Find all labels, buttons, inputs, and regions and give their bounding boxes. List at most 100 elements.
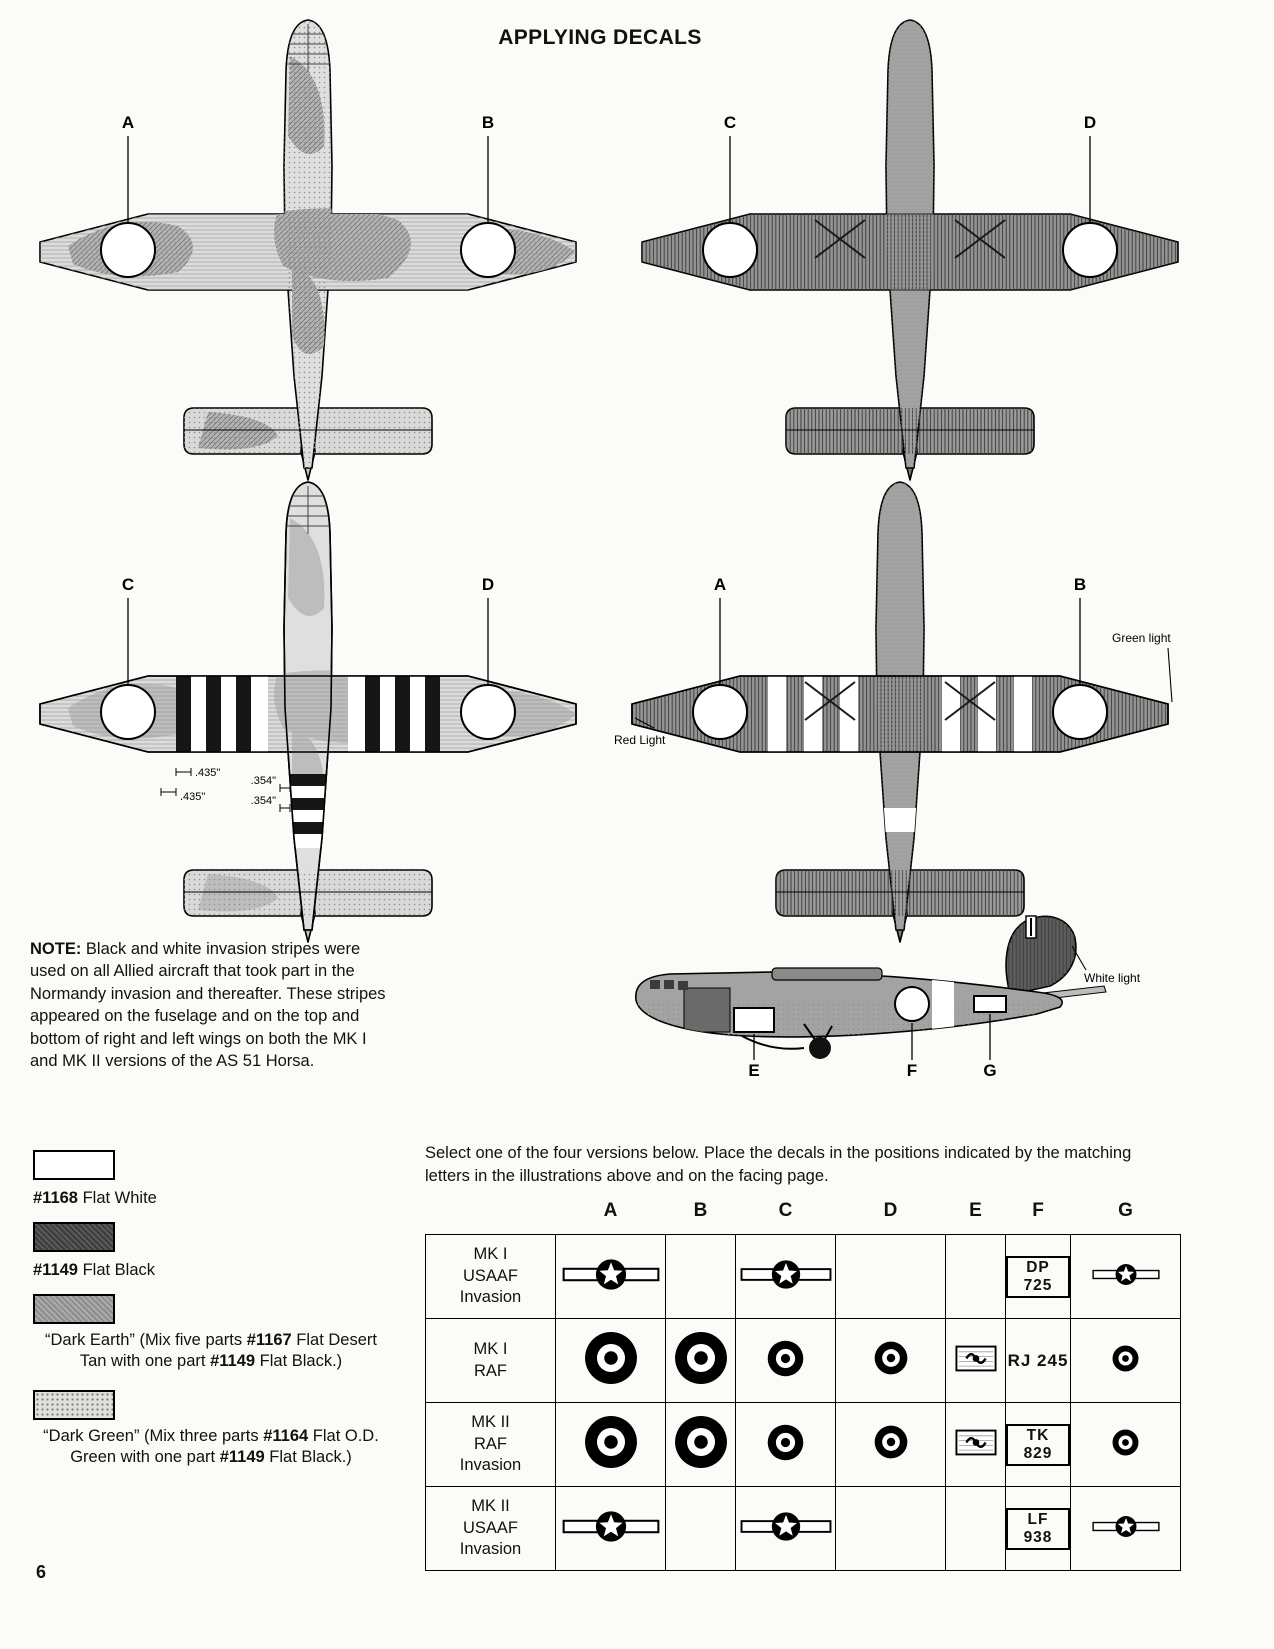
empty-cell	[665, 1486, 736, 1571]
decal-position-marker-a	[100, 222, 156, 278]
stripe-width-dimensions	[160, 768, 291, 812]
empty-cell	[835, 1234, 946, 1319]
col-header-f: F	[1032, 1200, 1044, 1221]
serial-code-decal: LF 938	[1006, 1507, 1070, 1550]
version-label: MK I USAAF Invasion	[425, 1234, 556, 1319]
raf-roundel-decal	[874, 1341, 908, 1375]
select-version-instruction: Select one of the four versions below. P…	[425, 1144, 1132, 1185]
raf-roundel-decal	[1112, 1429, 1139, 1456]
note-text: NOTE: Black and white invasion stripes w…	[30, 938, 394, 1073]
red-light-label: Red Light	[614, 733, 666, 747]
aircraft-top-view-mk2-invasion-stripes: A B Green light Red Light	[614, 481, 1173, 943]
paint-label-dark-earth: “Dark Earth” (Mix five parts #1167 Flat …	[45, 1331, 377, 1371]
decal-version-table: A B C D E F G MK I USAAF Invasion DP 725	[425, 1200, 1181, 1571]
empty-cell	[665, 1234, 736, 1319]
us-star-insignia-decal	[740, 1259, 832, 1290]
us-star-insignia-decal	[740, 1511, 832, 1542]
decal-label-b: B	[482, 113, 494, 132]
decal-position-marker-c	[100, 684, 156, 740]
flap-brace-marks	[814, 219, 1006, 259]
wing-root-fairing	[771, 967, 883, 981]
decal-position-marker-e	[733, 1007, 775, 1033]
paint-label-dark-green: “Dark Green” (Mix three parts #1164 Flat…	[43, 1427, 379, 1467]
fuselage-stripe	[872, 808, 928, 832]
decal-label-c: C	[122, 575, 134, 594]
wing-invasion-stripes	[768, 658, 1032, 770]
paint-swatch-dark-green	[33, 1390, 115, 1420]
decal-position-marker-b	[1052, 684, 1108, 740]
column-letter-row: A B C D E F G	[426, 1200, 1181, 1235]
col-header-a: A	[603, 1200, 618, 1221]
decal-label-f: F	[907, 1061, 917, 1080]
empty-cell	[945, 1486, 1006, 1571]
decal-label-a: A	[714, 575, 726, 594]
white-light-label: White light	[1084, 971, 1141, 985]
version-label: MK II RAF Invasion	[425, 1402, 556, 1487]
flap-brace-marks	[804, 681, 996, 721]
us-star-insignia-decal	[1092, 1515, 1160, 1538]
serial-code-decal: TK 829	[1006, 1423, 1070, 1466]
dim-text-fus-2: .354"	[251, 795, 276, 807]
raf-roundel-decal	[874, 1425, 908, 1459]
version-label: MK I RAF	[425, 1318, 556, 1403]
fuselage-white-band	[932, 972, 954, 1037]
decal-label-c: C	[724, 113, 736, 132]
paint-swatch-dark-earth	[33, 1294, 115, 1324]
col-header-b: B	[693, 1200, 708, 1221]
decal-position-marker-d	[460, 684, 516, 740]
version-label: MK II USAAF Invasion	[425, 1486, 556, 1571]
us-star-insignia-decal	[1092, 1263, 1160, 1286]
decal-position-marker-c	[702, 222, 758, 278]
raf-roundel-decal	[584, 1331, 638, 1385]
raf-roundel-decal	[1112, 1345, 1139, 1372]
table-row-mk2-usaaf: MK II USAAF Invasion LF 938	[425, 1486, 1181, 1571]
decal-position-marker-d	[1062, 222, 1118, 278]
serial-code-decal: RJ 245	[1007, 1350, 1069, 1370]
dim-text-wing-2: .435"	[180, 791, 205, 803]
decal-label-e: E	[748, 1061, 759, 1080]
decal-label-g: G	[983, 1061, 996, 1080]
emblem-decal	[955, 1429, 997, 1456]
us-star-insignia-decal	[562, 1258, 660, 1291]
emblem-decal	[955, 1345, 997, 1372]
decal-label-d: D	[482, 575, 494, 594]
decal-label-b: B	[1074, 575, 1086, 594]
table-row-mk1-usaaf: MK I USAAF Invasion DP 725	[425, 1234, 1181, 1319]
paint-label-flat-white: #1168 Flat White	[33, 1189, 157, 1207]
raf-roundel-decal	[767, 1340, 804, 1377]
decal-position-marker-a	[692, 684, 748, 740]
leader-lines	[753, 1014, 991, 1060]
leader-lines	[127, 136, 489, 222]
raf-roundel-decal	[674, 1415, 728, 1469]
empty-cell	[945, 1234, 1006, 1319]
col-header-e: E	[969, 1200, 982, 1221]
empty-cell	[835, 1486, 946, 1571]
landing-skid	[741, 1035, 805, 1050]
raf-roundel-decal	[674, 1331, 728, 1385]
raf-roundel-decal	[767, 1424, 804, 1461]
decal-label-d: D	[1084, 113, 1096, 132]
table-row-mk1-raf: MK I RAF RJ 245	[425, 1318, 1181, 1403]
aircraft-top-view-mk1-camouflage: A B	[39, 19, 577, 481]
raf-roundel-decal	[584, 1415, 638, 1469]
col-header-g: G	[1118, 1200, 1133, 1221]
leader-lines	[729, 136, 1091, 222]
paint-swatch-flat-white	[33, 1150, 115, 1180]
col-header-d: D	[883, 1200, 898, 1221]
decal-label-a: A	[122, 113, 134, 132]
aircraft-side-view: E F G White light	[635, 915, 1141, 1080]
dim-text-fus-1: .354"	[251, 775, 276, 787]
decal-position-marker-f	[894, 986, 930, 1022]
aircraft-top-view-mk1-invasion-stripes: C D .435" .435" .354" .354"	[39, 481, 577, 943]
cargo-door	[683, 987, 731, 1033]
serial-code-decal: DP 725	[1006, 1255, 1070, 1298]
fuselage-invasion-stripes	[276, 774, 340, 848]
table-row-mk2-raf: MK II RAF Invasion TK 829	[425, 1402, 1181, 1487]
us-star-insignia-decal	[562, 1510, 660, 1543]
paint-swatch-flat-black	[33, 1222, 115, 1252]
green-light-label: Green light	[1112, 631, 1171, 645]
aircraft-top-view-mk2-dark: C D	[641, 19, 1179, 481]
page-title: APPLYING DECALS	[498, 26, 702, 49]
page-number: 6	[36, 1562, 47, 1582]
